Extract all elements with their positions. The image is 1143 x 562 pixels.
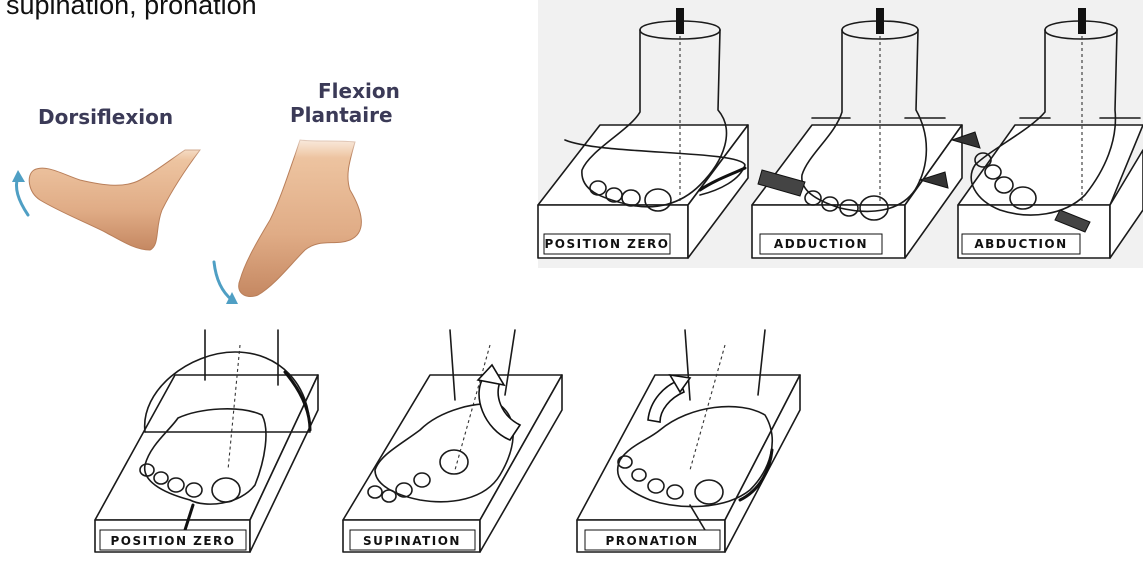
top-plaque-abduction: ABDUCTION (974, 237, 1067, 251)
flexion-label-line1: Flexion (318, 79, 400, 103)
plantar-flexion-panel: Flexion Plantaire (214, 79, 400, 304)
plantar-flexion-foot (239, 140, 362, 297)
bottom-plaque-pronation: PRONATION (605, 534, 698, 548)
plantar-flexion-arrow-icon (214, 262, 232, 300)
bottom-plaque-supination: SUPINATION (363, 534, 461, 548)
top-plaque-adduction: ADDUCTION (774, 237, 868, 251)
bottom-supination-figure: SUPINATION (343, 330, 562, 552)
bottom-plaque-position-zero: POSITION ZERO (110, 534, 235, 548)
dorsiflexion-panel: Dorsiflexion (12, 105, 220, 250)
flexion-label-line2: Plantaire (290, 103, 393, 127)
bottom-position-zero-figure: POSITION ZERO (95, 330, 318, 552)
dorsiflexion-foot (29, 150, 200, 250)
dorsiflexion-label: Dorsiflexion (38, 105, 173, 129)
top-sketch-panel: POSITION ZERO ADDUCTION (538, 0, 1143, 268)
bottom-pronation-figure: PRONATION (577, 330, 800, 552)
top-plaque-position-zero: POSITION ZERO (544, 237, 669, 251)
